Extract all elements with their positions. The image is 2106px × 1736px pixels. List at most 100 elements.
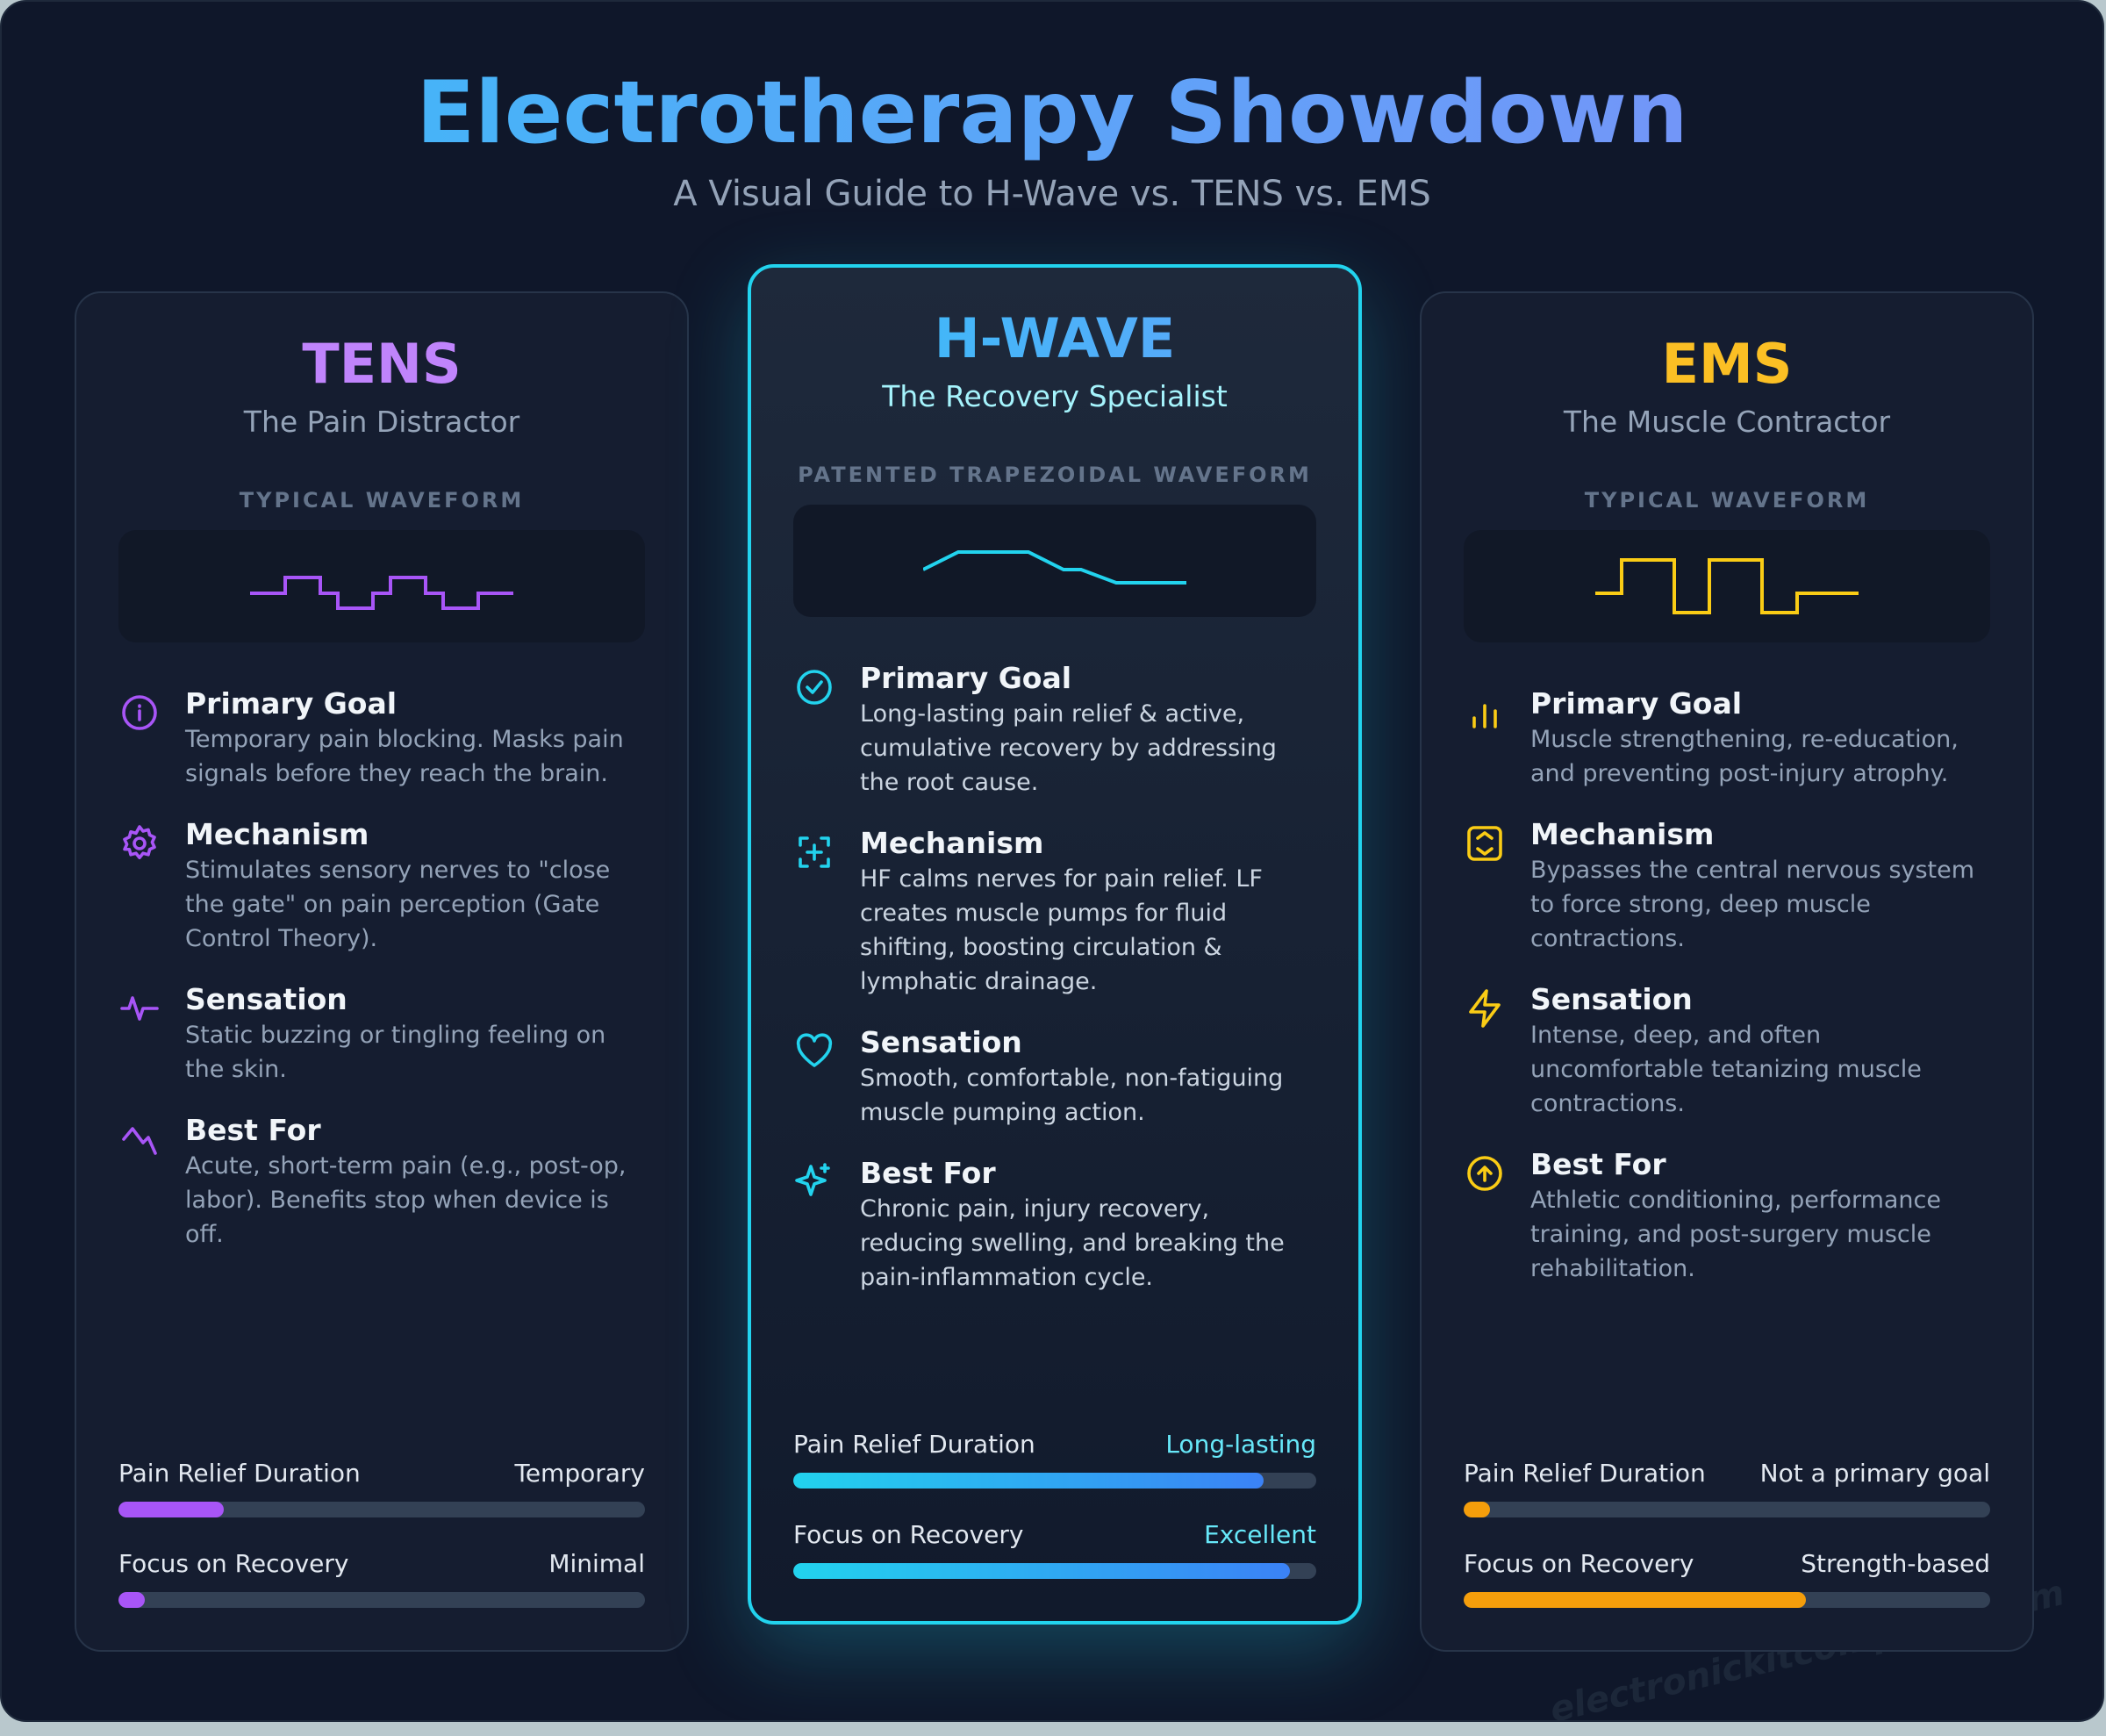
feature-body: Smooth, comfortable, non-fatiguing muscl… [860, 1065, 1284, 1126]
feature-body: Static buzzing or tingling feeling on th… [185, 1022, 606, 1083]
feature-item: Primary Goal Long-lasting pain relief & … [793, 661, 1316, 800]
feature-title: Sensation [1530, 982, 1693, 1016]
meter-row: Focus on Recovery Strength-based [1464, 1549, 1990, 1578]
feature-body: Long-lasting pain relief & active, cumul… [860, 700, 1277, 796]
plus-focus-icon [799, 836, 830, 868]
meter-label: Focus on Recovery [118, 1549, 349, 1578]
waveform-label: TYPICAL WAVEFORM [1584, 488, 1870, 513]
progress-fill [793, 1473, 1264, 1489]
feature-title: Mechanism [185, 817, 369, 851]
feature-item: Mechanism HF calms nerves for pain relie… [793, 826, 1316, 999]
feature-item: Primary Goal Muscle strengthening, re-ed… [1464, 686, 1990, 791]
meter-label: Pain Relief Duration [1464, 1459, 1706, 1488]
meter-value: Not a primary goal [1759, 1459, 1990, 1488]
meters: Pain Relief Duration Long-lasting Focus o… [793, 1403, 1316, 1586]
pulse-icon [120, 996, 159, 1021]
bolt-icon [1469, 989, 1501, 1028]
waveform-box [118, 530, 645, 642]
feature-list: Primary Goal Long-lasting pain relief & … [793, 661, 1316, 1321]
feature-title: Primary Goal [860, 661, 1072, 695]
feature-body: Stimulates sensory nerves to "close the … [185, 857, 611, 952]
meter-label: Pain Relief Duration [793, 1430, 1035, 1459]
feature-item: Best For Acute, short-term pain (e.g., p… [118, 1113, 645, 1252]
meter-value: Temporary [514, 1459, 645, 1488]
meter-label: Focus on Recovery [793, 1520, 1024, 1549]
arrow-up-circle-icon [1467, 1156, 1502, 1191]
expand-vertical-icon [1467, 826, 1502, 861]
feature-item: Mechanism Stimulates sensory nerves to "… [118, 817, 645, 956]
meter-label: Focus on Recovery [1464, 1549, 1694, 1578]
waveform-line [1595, 558, 1859, 614]
feature-title: Mechanism [1530, 817, 1715, 851]
feature-body: Acute, short-term pain (e.g., post-op, l… [185, 1152, 627, 1248]
progress-bar [793, 1563, 1316, 1579]
progress-fill [1464, 1502, 1490, 1517]
meters: Pain Relief Duration Not a primary goal F… [1464, 1432, 1990, 1615]
feature-body: HF calms nerves for pain relief. LF crea… [860, 865, 1263, 995]
waveform-box [793, 505, 1316, 617]
meters: Pain Relief Duration Temporary Focus on R… [118, 1432, 645, 1615]
feature-body: Intense, deep, and often uncomfortable t… [1530, 1022, 1922, 1117]
heart-icon [796, 1033, 833, 1067]
check-circle-icon [797, 670, 832, 705]
card-title: H-WAVE [793, 306, 1316, 370]
feature-body: Bypasses the central nervous system to f… [1530, 857, 1975, 952]
gear-icon [123, 825, 156, 859]
card-ems: EMS The Muscle Contractor TYPICAL WAVEFO… [1420, 291, 2034, 1652]
meter-row: Pain Relief Duration Long-lasting [793, 1430, 1316, 1459]
card-title: EMS [1661, 332, 1793, 396]
feature-item: Best For Chronic pain, injury recovery, … [793, 1156, 1316, 1295]
sparkles-icon [795, 1163, 830, 1196]
feature-title: Primary Goal [185, 686, 398, 721]
feature-title: Sensation [860, 1025, 1022, 1059]
progress-fill [1464, 1592, 1806, 1608]
feature-list: Primary Goal Temporary pain blocking. Ma… [118, 686, 645, 1278]
progress-bar [118, 1592, 645, 1608]
card-tagline: The Pain Distractor [243, 405, 520, 439]
feature-title: Sensation [185, 982, 347, 1016]
feature-body: Athletic conditioning, performance train… [1530, 1187, 1941, 1282]
progress-fill [118, 1592, 145, 1608]
progress-fill [118, 1502, 224, 1517]
meter-row: Pain Relief Duration Not a primary goal [1464, 1459, 1990, 1488]
meter-value: Minimal [548, 1549, 645, 1578]
card-title: TENS [302, 332, 462, 396]
waveform-box [1464, 530, 1990, 642]
waveform-label: TYPICAL WAVEFORM [239, 488, 525, 513]
feature-list: Primary Goal Muscle strengthening, re-ed… [1464, 686, 1990, 1312]
progress-fill [793, 1563, 1291, 1579]
bar-chart-icon [1472, 704, 1497, 728]
card-tagline: The Muscle Contractor [1563, 405, 1891, 439]
waveform-line [250, 576, 513, 610]
meter-row: Pain Relief Duration Temporary [118, 1459, 645, 1488]
page-title: Electrotherapy Showdown [2, 63, 2102, 163]
feature-body: Temporary pain blocking. Masks pain sign… [185, 726, 624, 787]
feature-body: Chronic pain, injury recovery, reducing … [860, 1195, 1285, 1291]
progress-bar [118, 1502, 645, 1517]
meter-row: Focus on Recovery Excellent [793, 1520, 1316, 1549]
info-circle-icon [122, 695, 157, 730]
feature-title: Best For [860, 1156, 996, 1190]
waveform-line [923, 550, 1186, 585]
meter-row: Focus on Recovery Minimal [118, 1549, 645, 1578]
card-tens: TENS The Pain Distractor TYPICAL WAVEFOR… [75, 291, 689, 1652]
feature-title: Best For [1530, 1147, 1666, 1181]
meter-label: Pain Relief Duration [118, 1459, 361, 1488]
card-h-wave: H-WAVE The Recovery Specialist PATENTED … [748, 264, 1362, 1625]
waveform-label: PATENTED TRAPEZOIDAL WAVEFORM [798, 463, 1312, 487]
feature-title: Mechanism [860, 826, 1044, 860]
lightning-zigzag-icon [122, 1127, 157, 1155]
feature-item: Mechanism Bypasses the central nervous s… [1464, 817, 1990, 956]
feature-item: Sensation Smooth, comfortable, non-fatig… [793, 1025, 1316, 1130]
meter-value: Long-lasting [1165, 1430, 1316, 1459]
meter-value: Strength-based [1801, 1549, 1990, 1578]
meter-value: Excellent [1204, 1520, 1316, 1549]
progress-bar [793, 1473, 1316, 1489]
progress-bar [1464, 1502, 1990, 1517]
feature-item: Primary Goal Temporary pain blocking. Ma… [118, 686, 645, 791]
page-subtitle: A Visual Guide to H-Wave vs. TENS vs. EM… [673, 174, 1431, 214]
feature-item: Sensation Static buzzing or tingling fee… [118, 982, 645, 1087]
card-tagline: The Recovery Specialist [882, 379, 1228, 413]
feature-body: Muscle strengthening, re-education, and … [1530, 726, 1959, 787]
